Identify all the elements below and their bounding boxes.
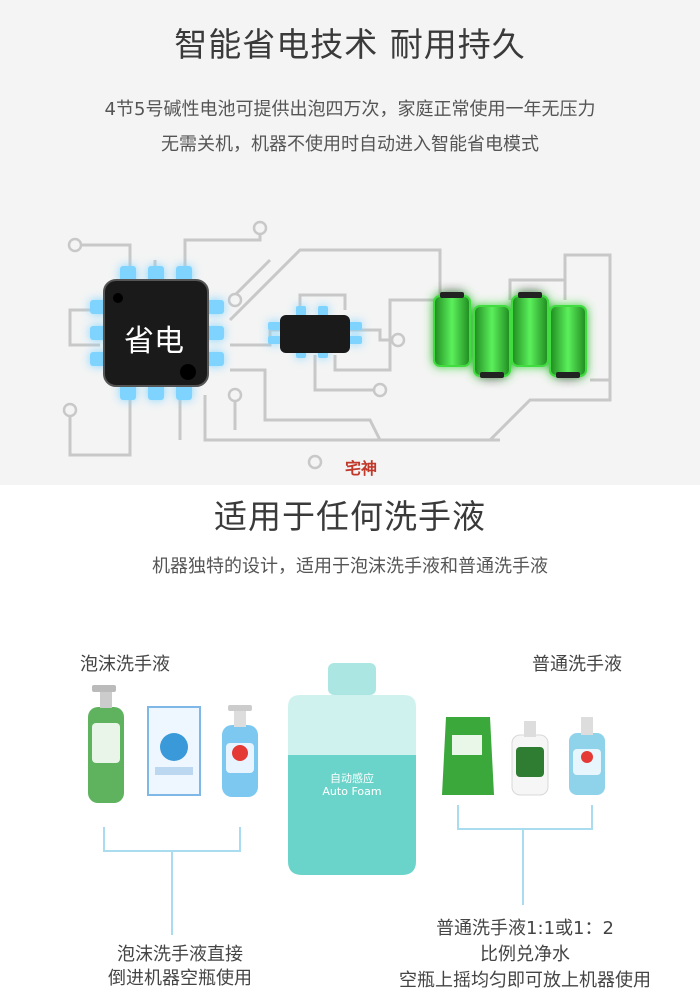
foam-soap-heading: 泡沫洗手液 <box>80 654 170 675</box>
foam-note-line2: 倒进机器空瓶使用 <box>108 968 252 989</box>
controller-chip <box>268 306 362 358</box>
regular-note-line2: 比例兑净水 <box>480 944 570 965</box>
power-saving-chip <box>90 266 224 400</box>
compatibility-title: 适用于任何洗手液 <box>214 497 486 536</box>
brand-logo-text: 宅神 <box>345 459 378 478</box>
power-saving-section <box>0 0 700 485</box>
foam-note-line1: 泡沫洗手液直接 <box>117 944 243 965</box>
bottle-label-en: Auto Foam <box>322 785 382 798</box>
foam-soap-products <box>88 685 258 803</box>
dispenser-bottle <box>288 663 416 875</box>
regular-soap-heading: 普通洗手液 <box>532 654 622 675</box>
circuit-diagram <box>62 220 612 470</box>
regular-note-line3: 空瓶上摇均匀即可放上机器使用 <box>399 970 651 991</box>
power-saving-title: 智能省电技术 耐用持久 <box>174 25 526 64</box>
battery-pack <box>433 292 587 378</box>
connector-brackets <box>103 805 593 935</box>
compatibility-desc: 机器独特的设计，适用于泡沫洗手液和普通洗手液 <box>152 556 548 577</box>
power-saving-desc-line1: 4节5号碱性电池可提供出泡四万次，家庭正常使用一年无压力 <box>104 99 596 120</box>
brand-logo: 宅神 <box>345 455 395 483</box>
regular-note-line1: 普通洗手液1:1或1：2 <box>436 918 614 939</box>
regular-soap-products <box>442 717 605 796</box>
circuit-nodes <box>62 220 406 470</box>
power-saving-desc-line2: 无需关机，机器不使用时自动进入智能省电模式 <box>161 134 539 155</box>
chip-label: 省电 <box>124 324 184 359</box>
product-illustration <box>88 663 605 935</box>
bottle-label-cn: 自动感应 <box>330 772 374 785</box>
